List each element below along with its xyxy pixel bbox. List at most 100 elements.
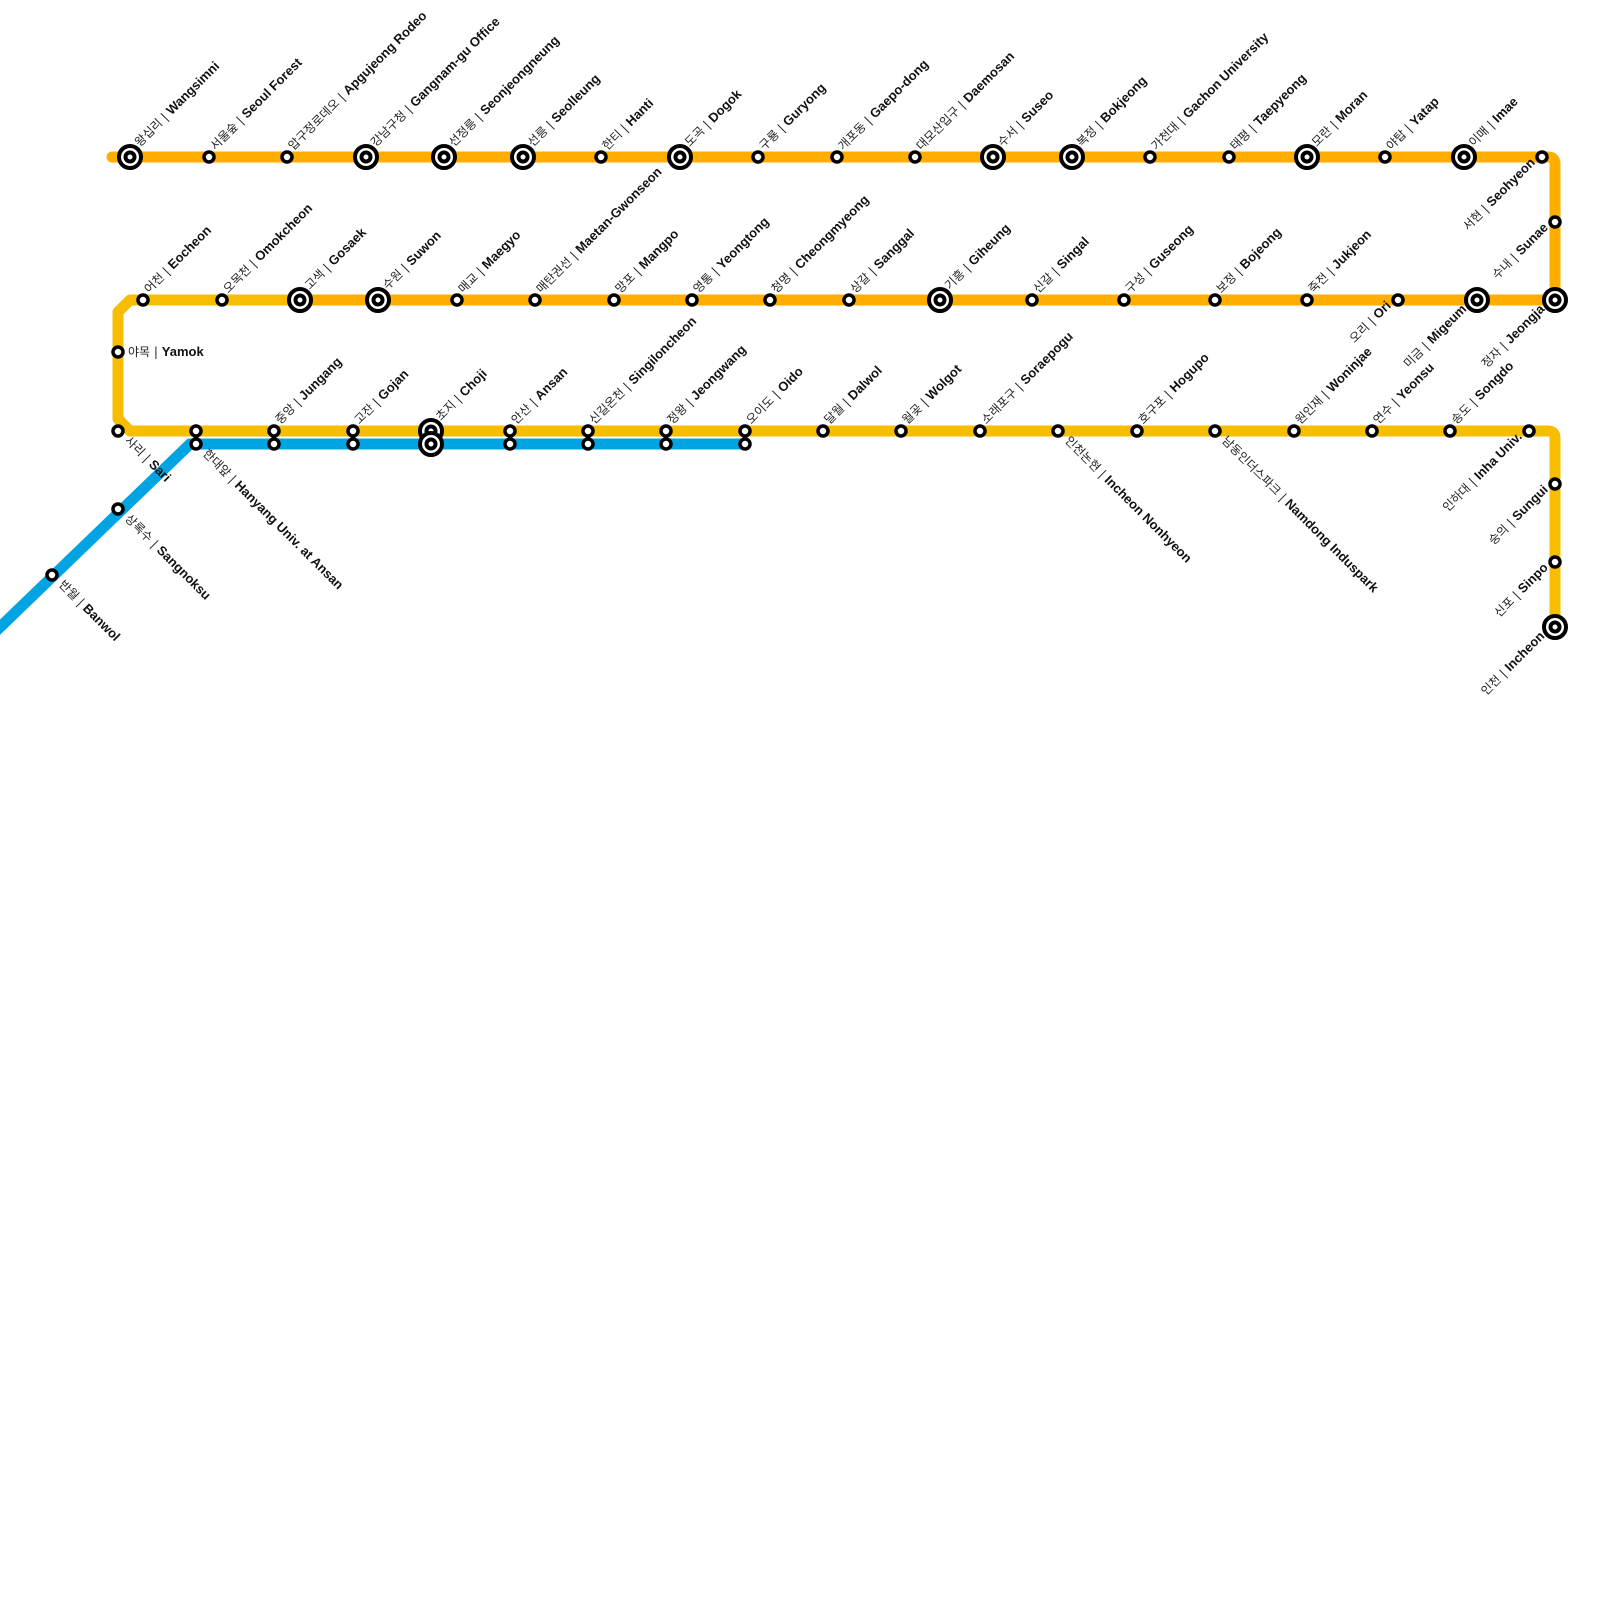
station-name-english: Seoul Forest xyxy=(238,54,305,121)
station-gangnam-gu-office[interactable] xyxy=(353,144,379,170)
station-suseo[interactable] xyxy=(980,144,1006,170)
station-hanyang[interactable] xyxy=(189,424,203,451)
station-name-english: Guryong xyxy=(780,80,829,129)
station-migeum[interactable] xyxy=(1464,287,1490,313)
station-name-english: Singiloncheon xyxy=(625,313,699,387)
station-nonhyeon[interactable] xyxy=(1051,424,1065,438)
station-suwon[interactable] xyxy=(365,287,391,313)
station-mangpo[interactable] xyxy=(607,293,621,307)
station-dalwol[interactable] xyxy=(816,424,830,438)
station-sungui[interactable] xyxy=(1548,477,1562,491)
station-gosaek[interactable] xyxy=(287,287,313,313)
station-hanti[interactable] xyxy=(594,150,608,164)
station-maegyo[interactable] xyxy=(450,293,464,307)
station-name-english: Seohyeon xyxy=(1483,155,1538,210)
station-jukjeon[interactable] xyxy=(1300,293,1314,307)
station-dogok[interactable] xyxy=(667,144,693,170)
station-incheon[interactable] xyxy=(1542,614,1568,640)
station-label-jeongwang: 정왕 | Jeongwang xyxy=(664,342,749,427)
station-omokcheon[interactable] xyxy=(215,293,229,307)
station-seonjeongneung[interactable] xyxy=(431,144,457,170)
station-gachon[interactable] xyxy=(1143,150,1157,164)
station-label-seolleung: 선릉 | Seolleung xyxy=(524,71,602,149)
station-name-english: Bokjeong xyxy=(1097,73,1150,126)
station-jeongwang[interactable] xyxy=(659,424,673,451)
station-ori[interactable] xyxy=(1391,293,1405,307)
gojan-line4-marker xyxy=(346,437,360,451)
station-singiloncheon[interactable] xyxy=(581,424,595,451)
station-songdo[interactable] xyxy=(1443,424,1457,438)
station-moran[interactable] xyxy=(1294,144,1320,170)
station-guryong[interactable] xyxy=(751,150,765,164)
station-jeongja[interactable] xyxy=(1542,287,1568,313)
station-name-english: Wolgot xyxy=(923,361,965,403)
incheon-transfer-dot xyxy=(1548,620,1562,634)
station-wangsimni[interactable] xyxy=(117,144,143,170)
station-daemosan[interactable] xyxy=(908,150,922,164)
hanyang-line4-marker xyxy=(189,437,203,451)
bokjeong-transfer-dot xyxy=(1065,150,1079,164)
station-taepyeong[interactable] xyxy=(1222,150,1236,164)
station-eocheon[interactable] xyxy=(136,293,150,307)
station-label-guseong: 구성 | Guseong xyxy=(1122,221,1196,295)
station-yatap[interactable] xyxy=(1378,150,1392,164)
station-inha[interactable] xyxy=(1522,424,1536,438)
station-gaepo-dong[interactable] xyxy=(830,150,844,164)
station-yeonsu[interactable] xyxy=(1365,424,1379,438)
station-sari[interactable] xyxy=(111,424,125,438)
station-sunae[interactable] xyxy=(1548,215,1562,229)
station-gojan[interactable] xyxy=(346,424,360,451)
station-name-korean: 매탄권선 xyxy=(534,255,575,296)
station-choji[interactable] xyxy=(418,418,444,457)
station-sanggal[interactable] xyxy=(842,293,856,307)
station-name-english: Jeongwang xyxy=(688,342,749,403)
station-wolgot[interactable] xyxy=(894,424,908,438)
station-label-maetan: 매탄권선 | Maetan-Gwonseon xyxy=(533,164,665,296)
station-banwol[interactable] xyxy=(45,568,59,582)
station-bokjeong[interactable] xyxy=(1059,144,1085,170)
station-name-english: Jeongja xyxy=(1502,301,1548,347)
station-label-hanyang: 한대앞 | Hanyang Univ. at Ansan xyxy=(200,446,347,593)
station-seolleung[interactable] xyxy=(510,144,536,170)
gachon-marker xyxy=(1143,150,1157,164)
station-woninjae[interactable] xyxy=(1287,424,1301,438)
station-guseong[interactable] xyxy=(1117,293,1131,307)
cheongmyeong-marker xyxy=(763,293,777,307)
woninjae-marker xyxy=(1287,424,1301,438)
suwon-transfer-dot xyxy=(371,293,385,307)
station-label-gojan: 고잔 | Gojan xyxy=(351,366,412,427)
station-yeongtong[interactable] xyxy=(685,293,699,307)
station-name-korean: 인천논현 xyxy=(1062,433,1104,475)
station-bojeong[interactable] xyxy=(1208,293,1222,307)
migeum-transfer-dot xyxy=(1470,293,1484,307)
station-apgujeong-rodeo[interactable] xyxy=(280,150,294,164)
giheung-transfer-dot xyxy=(933,293,947,307)
station-sinpo[interactable] xyxy=(1548,555,1562,569)
station-name-english: Omokcheon xyxy=(251,200,315,264)
station-ansan[interactable] xyxy=(503,424,517,451)
station-hogupo[interactable] xyxy=(1130,424,1144,438)
station-jungang[interactable] xyxy=(267,424,281,451)
station-sangnoksu[interactable] xyxy=(111,502,125,516)
gosaek-transfer-dot xyxy=(293,293,307,307)
station-soraepogu[interactable] xyxy=(973,424,987,438)
station-oido[interactable] xyxy=(738,424,752,451)
jeongja-transfer-dot xyxy=(1548,293,1562,307)
station-namdong[interactable] xyxy=(1208,424,1222,438)
station-name-english: Gaepo-dong xyxy=(866,56,931,121)
station-singal[interactable] xyxy=(1025,293,1039,307)
station-cheongmyeong[interactable] xyxy=(763,293,777,307)
station-seohyeon[interactable] xyxy=(1535,150,1549,164)
station-name-english: Moran xyxy=(1332,87,1370,125)
station-yamok[interactable] xyxy=(111,345,125,359)
station-name-english: Sinpo xyxy=(1515,560,1551,596)
station-imae[interactable] xyxy=(1451,144,1477,170)
station-name-korean: 대모산입구 xyxy=(914,104,963,153)
station-name-english: Giheung xyxy=(965,221,1013,269)
sanggal-marker xyxy=(842,293,856,307)
station-label-yeonsu: 연수 | Yeonsu xyxy=(1370,360,1437,427)
station-seoul-forest[interactable] xyxy=(202,150,216,164)
station-maetan[interactable] xyxy=(528,293,542,307)
station-giheung[interactable] xyxy=(927,287,953,313)
oido-line4-marker xyxy=(738,437,752,451)
